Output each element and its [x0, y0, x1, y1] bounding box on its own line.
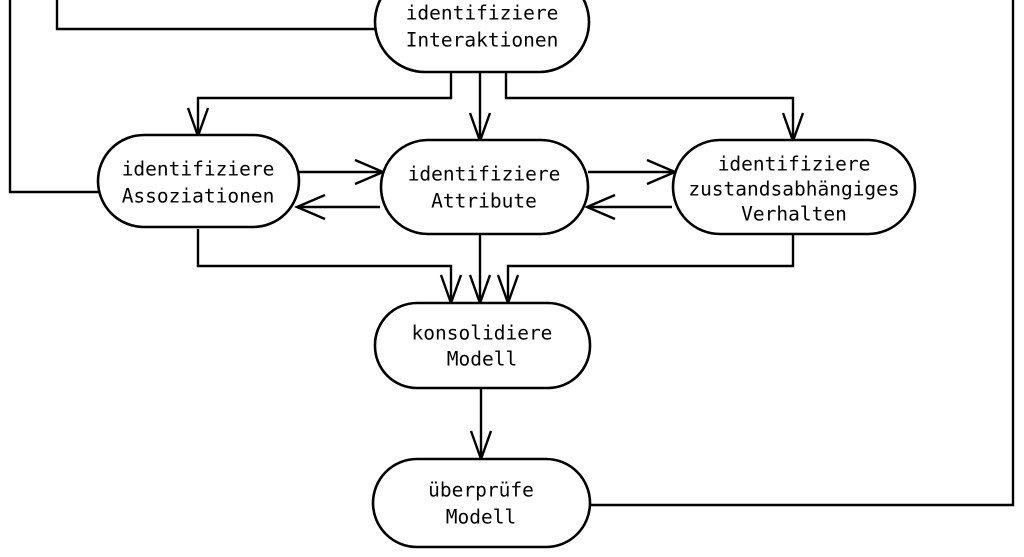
edge-attribute-to-assoziationen	[293, 193, 380, 221]
edge-interaktionen-to-verhalten	[504, 72, 805, 145]
node-label-verhalten-line3: Verhalten	[741, 203, 847, 226]
edge-interaktionen-to-assoziationen	[186, 72, 453, 140]
edge-assoziationen-to-attribute	[298, 158, 387, 186]
node-label-konsolidiere-modell-line2: Modell	[447, 348, 517, 371]
node-identifiziere-interaktionen[interactable]: identifiziere Interaktionen	[373, 0, 591, 74]
node-label-konsolidiere-modell-line1: konsolidiere	[412, 322, 553, 345]
edge-verhalten-to-attribute	[583, 193, 672, 221]
node-shape-ueberpruefe-modell	[371, 457, 592, 549]
edge-attribute-to-konsolidiere	[468, 234, 492, 307]
edge-attribute-to-verhalten	[588, 158, 679, 186]
node-label-identifiziere-interaktionen-line1: identifiziere	[406, 2, 559, 25]
node-label-ueberpruefe-modell-line2: Modell	[446, 506, 516, 529]
node-label-verhalten-line2: zustandsabhängiges	[688, 178, 899, 201]
node-shape-konsolidiere-modell	[373, 301, 592, 390]
edge-feedback-into-interaktionen	[55, 0, 375, 31]
node-shape-identifiziere-interaktionen	[373, 0, 591, 74]
node-identifiziere-zustandsabhaengiges-verhalten[interactable]: identifiziere zustandsabhängiges Verhalt…	[671, 138, 917, 236]
edge-konsolidiere-to-ueberpruefe	[469, 388, 493, 463]
node-shape-identifiziere-zustandsabhaengiges-verhalten	[671, 138, 917, 236]
node-label-identifiziere-assoziationen-line1: identifiziere	[122, 158, 275, 181]
node-label-identifiziere-interaktionen-line2: Interaktionen	[406, 29, 559, 52]
node-shape-identifiziere-assoziationen	[96, 133, 301, 229]
node-label-identifiziere-assoziationen-line2: Assoziationen	[122, 185, 275, 208]
node-label-ueberpruefe-modell-line1: überprüfe	[428, 479, 534, 502]
edge-feedback-into-assoziationen	[8, 0, 100, 194]
node-konsolidiere-modell[interactable]: konsolidiere Modell	[373, 301, 592, 390]
node-label-verhalten-line1: identifiziere	[718, 153, 871, 176]
edge-ueberpruefe-feedback-right	[590, 0, 1015, 507]
node-identifiziere-assoziationen[interactable]: identifiziere Assoziationen	[96, 133, 301, 229]
node-ueberpruefe-modell[interactable]: überprüfe Modell	[371, 457, 592, 549]
node-shape-identifiziere-attribute	[379, 138, 590, 236]
edge-verhalten-to-konsolidiere	[496, 234, 795, 307]
edge-interaktionen-to-attribute	[468, 72, 492, 145]
edge-assoziationen-to-konsolidiere	[196, 229, 463, 307]
node-identifiziere-attribute[interactable]: identifiziere Attribute	[379, 138, 590, 236]
node-label-identifiziere-attribute-line1: identifiziere	[408, 163, 561, 186]
node-label-identifiziere-attribute-line2: Attribute	[431, 190, 537, 213]
